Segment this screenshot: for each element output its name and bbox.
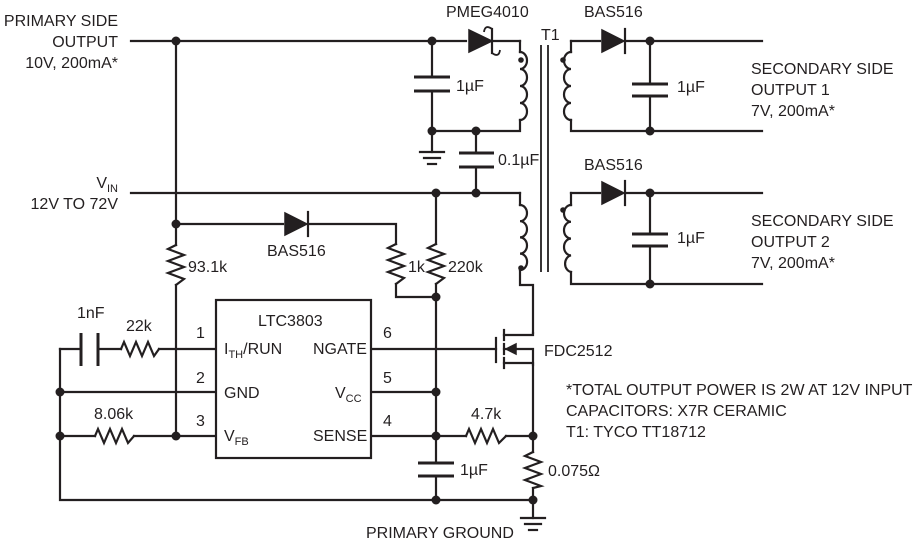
labels: PRIMARY SIDE OUTPUT 10V, 200mA* VIN 12V … [4, 4, 913, 542]
pin-3-number: 3 [196, 413, 205, 430]
cap-snub-label: 0.1µF [498, 152, 539, 169]
resistor-r-1k [384, 242, 408, 286]
vin-label: VIN [96, 175, 118, 195]
resistor-r-806 [93, 426, 136, 446]
note-line-3: T1: TYCO TT18712 [566, 424, 706, 441]
sec2-label-3: 7V, 200mA* [751, 255, 835, 272]
ground-symbol-top [418, 150, 446, 166]
r-1k-label: 1k [408, 259, 426, 276]
resistor-r-comp [119, 339, 161, 359]
sec1-label-1: SECONDARY SIDE [751, 61, 894, 78]
capacitor-c-sec1 [632, 82, 668, 98]
cap-sec2-label: 1µF [677, 230, 705, 247]
transformer-label: T1 [541, 27, 560, 44]
transformer-t1 [518, 45, 573, 274]
wires [58, 39, 764, 520]
sec1-label-2: OUTPUT 1 [751, 82, 830, 99]
r-comp-label: 22k [126, 318, 153, 335]
cap-primary-out-label: 1µF [456, 78, 484, 95]
cap-ic-label: 1µF [460, 462, 488, 479]
primary-ground-label: PRIMARY GROUND [366, 525, 514, 542]
diode-top-label: PMEG4010 [446, 4, 529, 21]
junction-dots [55, 36, 655, 505]
pin-gnd-label: GND [224, 385, 260, 402]
capacitor-c-comp [79, 333, 100, 366]
mosfet-fdc2512 [494, 328, 535, 370]
pin-ith-label: ITH/RUN [224, 341, 282, 361]
pin-vcc-label: VCC [335, 385, 362, 405]
pin-2-number: 2 [196, 370, 205, 387]
note-line-1: *TOTAL OUTPUT POWER IS 2W AT 12V INPUT [566, 382, 913, 399]
primary-output-label-3: 10V, 200mA* [25, 55, 118, 72]
pin-5-number: 5 [383, 370, 392, 387]
r-47-label: 4.7k [471, 406, 502, 423]
pin-vfb-label: VFB [224, 428, 249, 448]
diode-bas516-sec2 [601, 179, 627, 207]
diode-bas516-sec1 [601, 27, 627, 55]
diode-bas516-primary [284, 210, 310, 238]
mosfet-label: FDC2512 [544, 343, 613, 360]
pin-ngate-label: NGATE [313, 341, 367, 358]
note-line-2: CAPACITORS: X7R CERAMIC [566, 403, 787, 420]
primary-output-label-2: OUTPUT [52, 34, 118, 51]
pin-4-number: 4 [383, 413, 392, 430]
vin-range-label: 12V TO 72V [31, 196, 119, 213]
schottky-diode-pmeg [468, 26, 501, 56]
bas516-primary-label: BAS516 [267, 243, 326, 260]
resistor-r-sense [521, 450, 545, 490]
pin-sense-label: SENSE [313, 428, 367, 445]
sec2-label-2: OUTPUT 2 [751, 234, 830, 251]
cap-sec1-label: 1µF [677, 79, 705, 96]
capacitor-c-ic [418, 461, 454, 478]
ic-name-label: LTC3803 [258, 313, 323, 330]
resistor-r-47 [464, 426, 508, 446]
resistor-r-931 [164, 243, 188, 287]
ic-ltc3803 [214, 298, 373, 460]
resistor-r-220 [424, 242, 448, 286]
r-sense-label: 0.075Ω [548, 463, 600, 480]
capacitor-c-out [414, 75, 450, 93]
bas516-sec2-label: BAS516 [584, 157, 643, 174]
pin-1-number: 1 [196, 325, 205, 342]
bas516-sec1-label: BAS516 [584, 4, 643, 21]
capacitor-c-sec2 [632, 232, 668, 248]
r-931-label: 93.1k [188, 259, 228, 276]
r-806-label: 8.06k [94, 406, 134, 423]
ground-symbol-primary [519, 516, 547, 532]
r-220-label: 220k [448, 259, 484, 276]
capacitor-c-snub [459, 151, 494, 169]
primary-output-label-1: PRIMARY SIDE [4, 13, 118, 30]
pin-6-number: 6 [383, 325, 392, 342]
sec1-label-3: 7V, 200mA* [751, 103, 835, 120]
sec2-label-1: SECONDARY SIDE [751, 213, 894, 230]
cap-comp-label: 1nF [77, 305, 105, 322]
